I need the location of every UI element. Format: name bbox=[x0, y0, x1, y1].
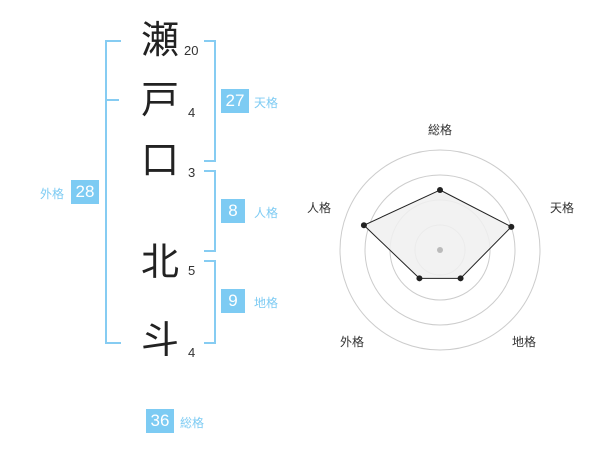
axis-label-chikaku: 地格 bbox=[512, 335, 537, 349]
tenkaku-label: 天格 bbox=[254, 96, 279, 110]
axis-label-tenkaku: 天格 bbox=[550, 201, 575, 215]
radar-ring bbox=[364, 174, 516, 326]
jinkaku-badge: 8 bbox=[221, 199, 245, 223]
soukaku-badge: 36 bbox=[146, 409, 174, 433]
chikaku-bracket bbox=[204, 260, 216, 344]
tenkaku-badge: 27 bbox=[221, 89, 249, 113]
chikaku-label: 地格 bbox=[254, 296, 279, 310]
radar-center bbox=[437, 247, 443, 253]
jinkaku-bracket bbox=[204, 170, 216, 252]
axis-label-gaikaku: 外格 bbox=[340, 335, 365, 349]
gaikaku-label: 外格 bbox=[40, 187, 65, 201]
radar-point bbox=[457, 275, 464, 282]
gaikaku-bracket bbox=[105, 40, 121, 344]
gaikaku-bracket-tick bbox=[107, 99, 119, 101]
stroke-count-5: 4 bbox=[188, 345, 196, 360]
radar-point bbox=[360, 222, 367, 229]
gaikaku-badge: 28 bbox=[71, 180, 99, 204]
stroke-count-2: 4 bbox=[188, 105, 196, 120]
soukaku-label: 総格 bbox=[180, 416, 205, 430]
name-char-3: 口 bbox=[140, 138, 179, 182]
axis-label-jinkaku: 人格 bbox=[307, 201, 332, 215]
name-char-2: 戸 bbox=[140, 78, 179, 122]
name-char-5: 斗 bbox=[140, 318, 179, 362]
stroke-count-3: 3 bbox=[188, 165, 196, 180]
radar-point bbox=[437, 187, 443, 193]
chikaku-badge: 9 bbox=[221, 289, 245, 313]
name-char-1: 瀬 bbox=[140, 18, 179, 62]
radar-area bbox=[363, 189, 513, 279]
radar-point bbox=[416, 275, 423, 282]
radar-point bbox=[508, 223, 515, 230]
jinkaku-label: 人格 bbox=[254, 206, 279, 220]
name-char-4: 北 bbox=[140, 240, 179, 284]
tenkaku-bracket bbox=[204, 40, 216, 162]
axis-label-soukaku: 総格 bbox=[428, 123, 453, 137]
stroke-count-4: 5 bbox=[188, 263, 196, 278]
stroke-count-1: 20 bbox=[184, 43, 199, 58]
radar-ring bbox=[339, 149, 541, 351]
